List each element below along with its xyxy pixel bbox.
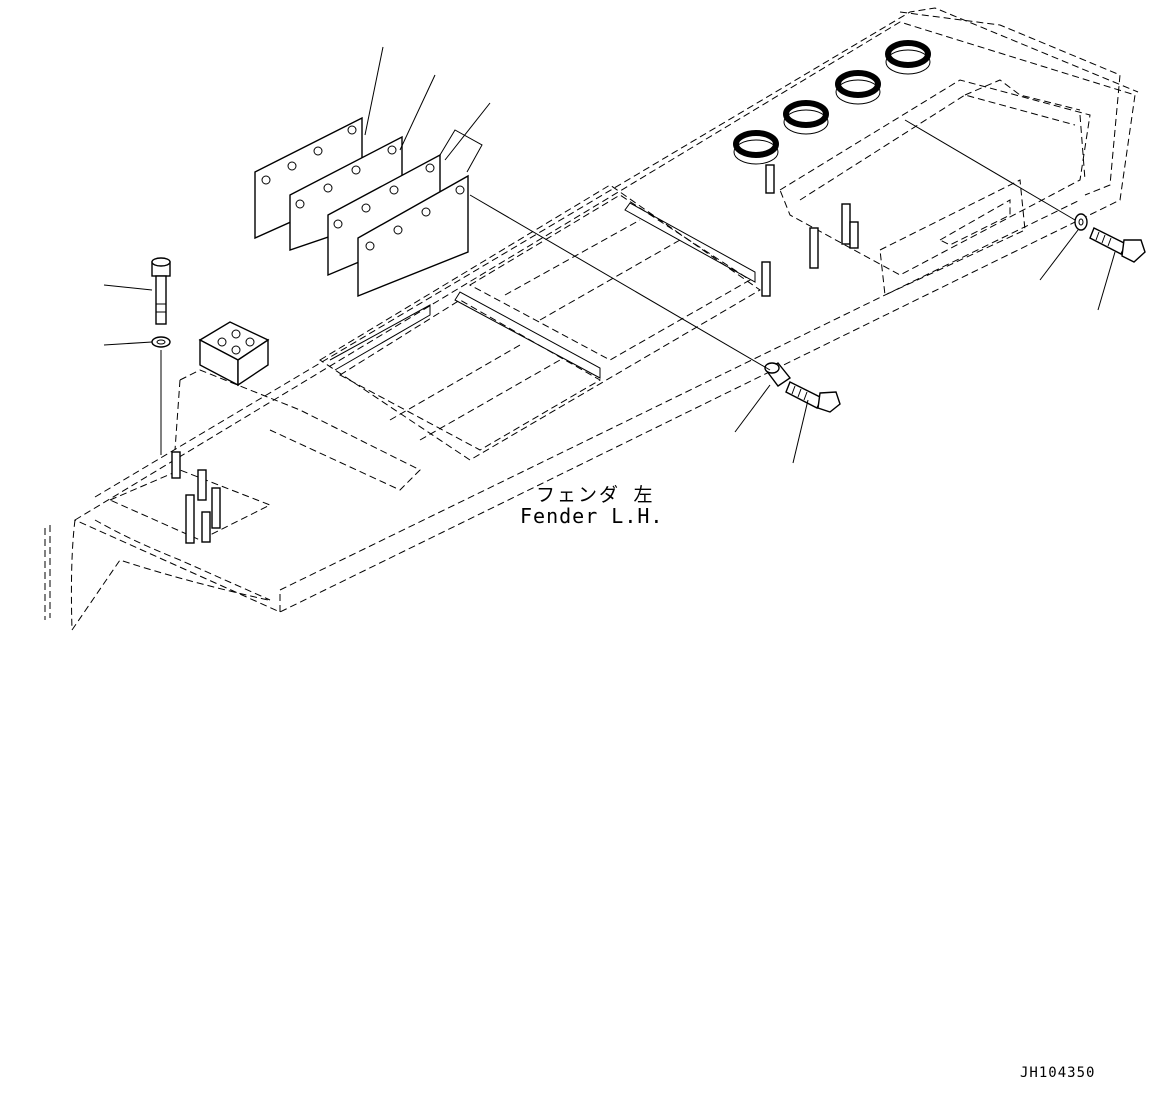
fender-label-english: Fender L.H. (520, 504, 664, 528)
shim-plates (254, 116, 483, 298)
stud-posts (171, 164, 859, 544)
mount-block (198, 321, 270, 387)
middle-bolt (785, 381, 841, 413)
rear-bolt (1089, 227, 1146, 263)
grommet-rings (733, 40, 931, 165)
front-washer (151, 336, 171, 348)
shim-plate-4 (357, 174, 469, 298)
fender-label-japanese: フェンダ 左 (536, 484, 655, 506)
front-bolt (151, 257, 171, 325)
middle-spacer (764, 362, 792, 387)
leader-lines (103, 46, 1116, 464)
drawing-code: JH104350 (1020, 1065, 1096, 1081)
fender-body (44, 7, 1139, 631)
rear-washer (1074, 213, 1088, 231)
